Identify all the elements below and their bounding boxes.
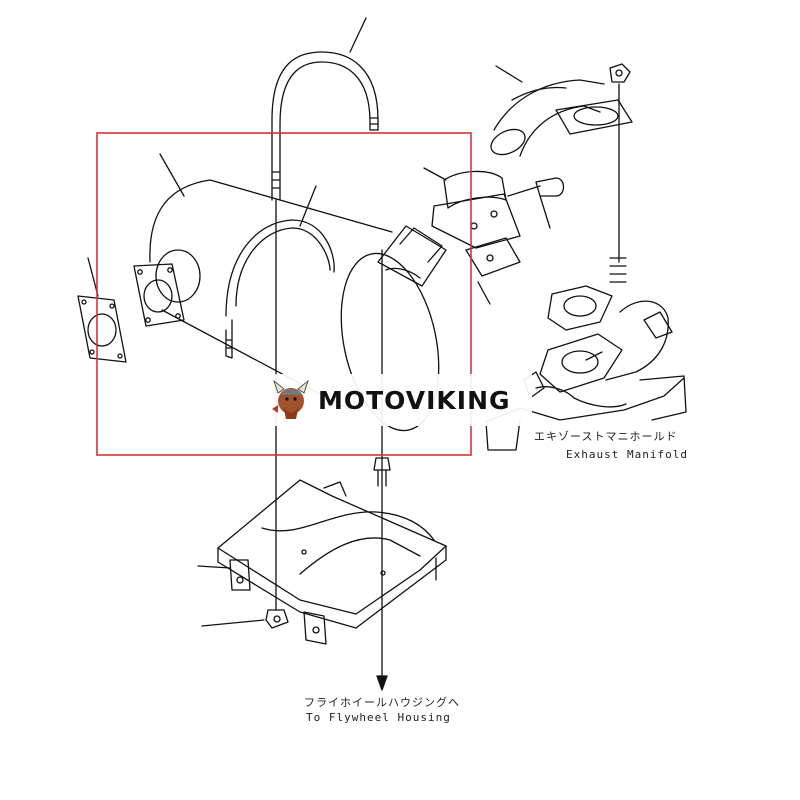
brand-name: MOTOVIKING: [318, 385, 511, 415]
highlight-box: [96, 132, 472, 456]
brand-watermark: MOTOVIKING: [264, 374, 532, 426]
muffler: [149, 153, 447, 432]
exhaust-manifold-label-jp: エキゾーストマニホールド: [534, 430, 678, 443]
pipe-clamp: [423, 167, 565, 305]
elbow-pipe: [490, 63, 633, 263]
inlet-gasket: [77, 257, 127, 363]
mounting-bracket: [197, 479, 447, 645]
exhaust-manifold-label-en: Exhaust Manifold: [566, 448, 688, 461]
bolt-to-flywheel: [373, 249, 391, 691]
u-bolt-strap: [271, 17, 379, 201]
viking-logo-icon: [272, 379, 309, 419]
inlet-flange: [133, 249, 201, 327]
flywheel-housing-label-en: To Flywheel Housing: [306, 711, 451, 724]
flywheel-housing-label-jp: フライホイールハウジングへ: [304, 696, 460, 709]
